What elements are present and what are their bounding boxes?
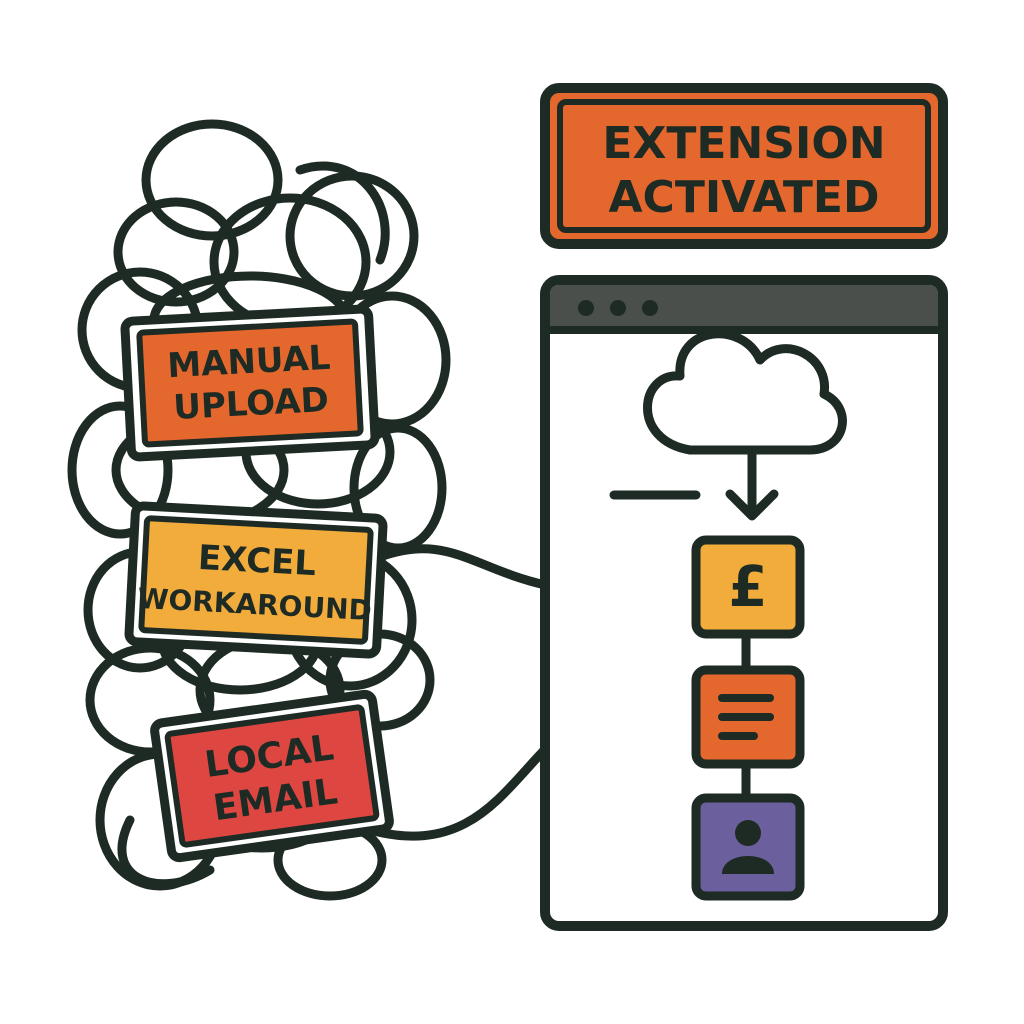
tag-manual-upload-line1: MANUAL bbox=[166, 338, 331, 386]
window-dot-2 bbox=[610, 300, 626, 316]
tag-excel-workaround: EXCEL WORKAROUND bbox=[124, 501, 388, 659]
tag-excel-workaround-fill bbox=[138, 515, 374, 645]
tag-manual-upload-line2: UPLOAD bbox=[172, 380, 329, 428]
pipeline-node-user bbox=[691, 793, 805, 901]
tag-local-email: LOCAL EMAIL bbox=[150, 689, 394, 863]
cloud-down-arrow bbox=[725, 445, 779, 521]
cloud-icon bbox=[643, 329, 847, 455]
pound-icon: £ bbox=[729, 555, 768, 620]
tag-local-email-fill bbox=[164, 704, 380, 848]
tag-excel-workaround-line1: EXCEL bbox=[197, 538, 317, 584]
banner-line1: EXTENSION bbox=[602, 118, 885, 169]
tag-manual-upload-fill bbox=[136, 318, 364, 448]
window-dot-3 bbox=[642, 300, 658, 316]
document-lines-icon bbox=[718, 694, 774, 740]
user-icon bbox=[722, 820, 774, 874]
pipeline-node-document bbox=[691, 665, 805, 769]
banner-extension-activated: EXTENSION ACTIVATED bbox=[540, 83, 948, 249]
tag-manual-upload: MANUAL UPLOAD bbox=[120, 304, 380, 462]
window-title-bar bbox=[550, 285, 938, 330]
pipeline-node-pound: £ bbox=[691, 535, 805, 639]
window-dot-1 bbox=[578, 300, 594, 316]
banner-line2: ACTIVATED bbox=[608, 172, 879, 223]
